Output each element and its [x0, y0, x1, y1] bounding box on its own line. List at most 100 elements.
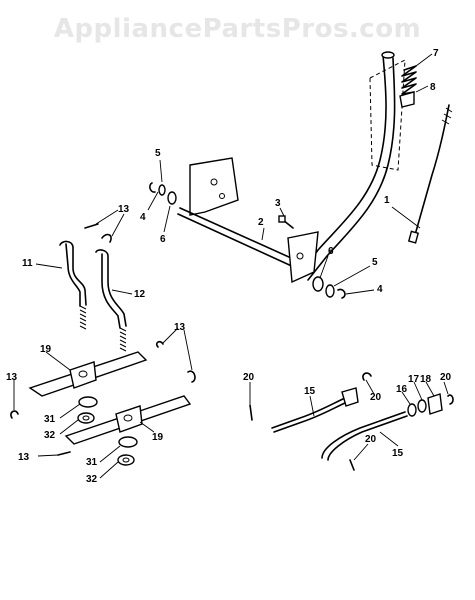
bracket-hole [210, 178, 218, 186]
grip-knob [399, 91, 415, 108]
leader-20b [365, 379, 375, 395]
spacer-17 [417, 399, 427, 413]
bolt-head [278, 215, 286, 223]
callout-20-a: 20 [243, 372, 255, 383]
callout-4-right: 4 [377, 284, 383, 295]
bushing-32-lower [117, 454, 135, 466]
callout-13-bottom: 13 [18, 452, 30, 463]
watermark: AppliancePartsPros.com [53, 14, 422, 44]
pin-13-d [57, 451, 71, 456]
leader-13d [37, 454, 59, 457]
clip-right [337, 288, 346, 299]
pin-13-b [101, 233, 112, 243]
leader-13b [161, 327, 193, 371]
leader-3 [279, 207, 285, 217]
callout-12: 12 [134, 289, 146, 300]
leader-18 [425, 381, 435, 397]
clip-20-a [249, 404, 253, 421]
leader-6b [319, 255, 329, 279]
adjust-link-15-upper-bracket [341, 387, 359, 407]
callout-18: 18 [420, 374, 432, 385]
bushing-32-lower-hole [122, 457, 130, 463]
leader-13a [95, 209, 125, 237]
lever-arm-hole [296, 252, 304, 260]
leader-31a [59, 403, 81, 419]
lift-link-11-inner [65, 243, 81, 307]
lift-arm-19-upper-boss [69, 361, 97, 389]
callout-11: 11 [22, 258, 33, 269]
washer-right [325, 284, 335, 298]
adjust-link-15-lower [321, 411, 406, 459]
callout-17: 17 [408, 374, 420, 385]
grip-spring [401, 65, 417, 95]
bracket-hole [219, 193, 225, 199]
pin-13-a [84, 223, 99, 229]
leader-20c [443, 381, 449, 395]
lift-rod-end [407, 230, 420, 244]
pin-13-f [187, 370, 196, 383]
callout-1: 1 [384, 195, 390, 206]
leader-12 [111, 289, 133, 295]
callout-20-d: 20 [365, 434, 377, 445]
clip-20-d [349, 459, 355, 471]
leader-19b [139, 421, 155, 433]
clip-left [149, 182, 156, 193]
leader-20d [353, 443, 369, 461]
callout-13-left: 13 [6, 372, 18, 383]
callout-6: 6 [160, 234, 166, 245]
leader-2 [261, 227, 265, 241]
lift-link-12 [95, 249, 127, 327]
callout-4: 4 [140, 212, 146, 223]
callout-19-upper: 19 [40, 344, 52, 355]
callout-5-right: 5 [372, 257, 378, 268]
lift-link-12-inner [101, 253, 121, 329]
bushing-right [312, 276, 324, 292]
leader-7 [415, 53, 433, 67]
grip-dashed-outline [369, 59, 406, 171]
bushing-32-upper [77, 412, 95, 424]
adjust-link-15-upper-b [273, 401, 348, 433]
lift-rod [414, 104, 450, 236]
bushing-31-lower [118, 436, 138, 448]
lift-arm-19-lower-hole [123, 414, 133, 422]
clip-20-b [362, 372, 372, 381]
lift-arm-19-upper-hole [78, 370, 88, 378]
mounting-bracket [189, 157, 239, 216]
callout-13-mid: 13 [174, 322, 186, 333]
clip-20-c [447, 394, 454, 405]
leader-4b [345, 289, 375, 295]
callout-3: 3 [275, 198, 281, 209]
leader-19a [45, 351, 71, 371]
adjust-link-15-upper [271, 397, 346, 429]
leader-16 [401, 391, 411, 405]
washer-16 [407, 403, 417, 417]
pin-13-c [10, 410, 19, 419]
bracket-18 [427, 393, 443, 415]
leader-15b [379, 431, 399, 447]
leader-8 [415, 85, 429, 93]
lift-link-11 [59, 240, 87, 306]
callout-15-upper: 15 [304, 386, 316, 397]
callout-19-lower: 19 [152, 432, 164, 443]
bushing-left [167, 191, 177, 205]
callout-2: 2 [258, 217, 264, 228]
callout-20-b: 20 [370, 392, 382, 403]
leader-1 [391, 206, 421, 229]
bushing-32-upper-hole [82, 415, 90, 421]
leader-6a [163, 205, 171, 233]
callout-20-c: 20 [440, 372, 452, 383]
leader-31b [99, 445, 121, 463]
callout-31-upper: 31 [44, 414, 56, 425]
lift-arm-19-lower-boss [115, 405, 143, 433]
bushing-31-upper [78, 396, 98, 408]
lift-lever-handle [299, 54, 387, 276]
cross-shaft-lower [177, 213, 297, 269]
adjust-link-15-lower-b [327, 415, 408, 461]
handle-top-cap [381, 51, 395, 59]
pin-13-e [155, 340, 164, 348]
callout-5: 5 [155, 148, 161, 159]
leader-32a [59, 419, 79, 435]
callout-32-lower: 32 [86, 474, 98, 485]
washer-left [158, 184, 166, 196]
leader-17 [413, 381, 423, 401]
